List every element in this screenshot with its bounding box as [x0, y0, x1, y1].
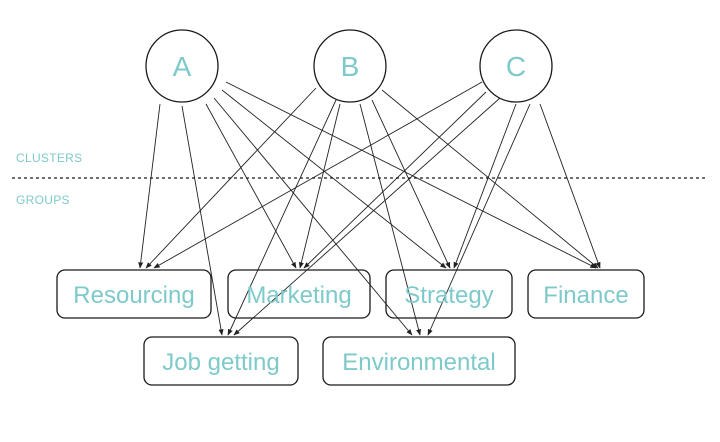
edge-a-to-job-getting: [181, 105, 224, 336]
edge-c-to-job-getting: [233, 97, 501, 336]
group-box-resourcing-label: Resourcing: [73, 282, 194, 309]
edge-b-to-finance: [381, 89, 599, 269]
group-box-marketing-label: Marketing: [246, 282, 351, 309]
clusters-section-label: CLUSTERS: [16, 151, 82, 165]
edge-a-to-finance: [225, 81, 597, 269]
edge-c-to-resourcing: [153, 81, 483, 269]
group-box-finance-label: Finance: [543, 282, 628, 309]
group-box-resourcing[interactable]: Resourcing: [56, 269, 212, 319]
edge-c-to-strategy: [453, 103, 517, 269]
cluster-node-c-label: C: [506, 51, 526, 82]
groups-section-label: GROUPS: [16, 193, 70, 207]
edge-a-to-strategy: [221, 89, 447, 269]
group-box-strategy-label: Strategy: [404, 282, 493, 309]
edge-b-to-job-getting: [227, 99, 337, 336]
edges: [138, 81, 601, 336]
edge-b-to-marketing: [298, 103, 341, 269]
edge-a-to-marketing: [205, 103, 297, 269]
group-box-finance[interactable]: Finance: [527, 269, 645, 319]
cluster-node-c[interactable]: C: [479, 29, 553, 103]
group-box-environmental[interactable]: Environmental: [322, 336, 516, 386]
cluster-node-a[interactable]: A: [145, 29, 219, 103]
group-box-job-getting[interactable]: Job getting: [143, 336, 299, 386]
edge-a-to-resourcing: [138, 103, 161, 269]
cluster-node-b[interactable]: B: [313, 29, 387, 103]
cluster-node-a-label: A: [173, 51, 192, 82]
group-box-strategy[interactable]: Strategy: [385, 269, 513, 319]
edge-b-to-environmental: [359, 103, 422, 336]
edge-c-to-finance: [539, 103, 601, 269]
edge-c-to-marketing: [303, 91, 487, 269]
group-box-marketing[interactable]: Marketing: [227, 269, 371, 319]
group-box-job-getting-label: Job getting: [162, 349, 279, 376]
edge-c-to-environmental: [427, 103, 531, 336]
cluster-node-b-label: B: [341, 51, 360, 82]
group-box-environmental-label: Environmental: [342, 349, 495, 376]
edge-b-to-strategy: [371, 99, 451, 269]
